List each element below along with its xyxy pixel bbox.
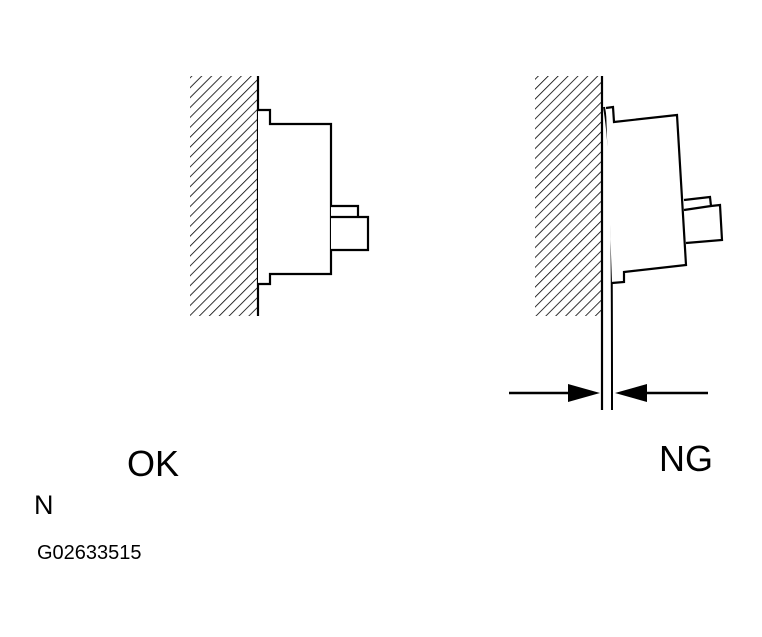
ng-label: NG <box>659 438 713 479</box>
ng-part-knob <box>683 195 724 245</box>
ok-part-body <box>258 108 333 286</box>
ok-part-knob <box>331 204 370 252</box>
n-label: N <box>34 490 54 520</box>
gap-arrow-right <box>615 384 708 402</box>
ng-assembly <box>509 76 724 411</box>
ok-wall-hatch <box>190 76 258 316</box>
ok-label: OK <box>127 443 180 484</box>
figure-code: G02633515 <box>37 542 142 564</box>
ng-wall-hatch <box>535 76 602 316</box>
ng-part-body <box>605 105 688 285</box>
gap-arrow-left <box>509 384 600 402</box>
ok-assembly <box>190 76 370 316</box>
